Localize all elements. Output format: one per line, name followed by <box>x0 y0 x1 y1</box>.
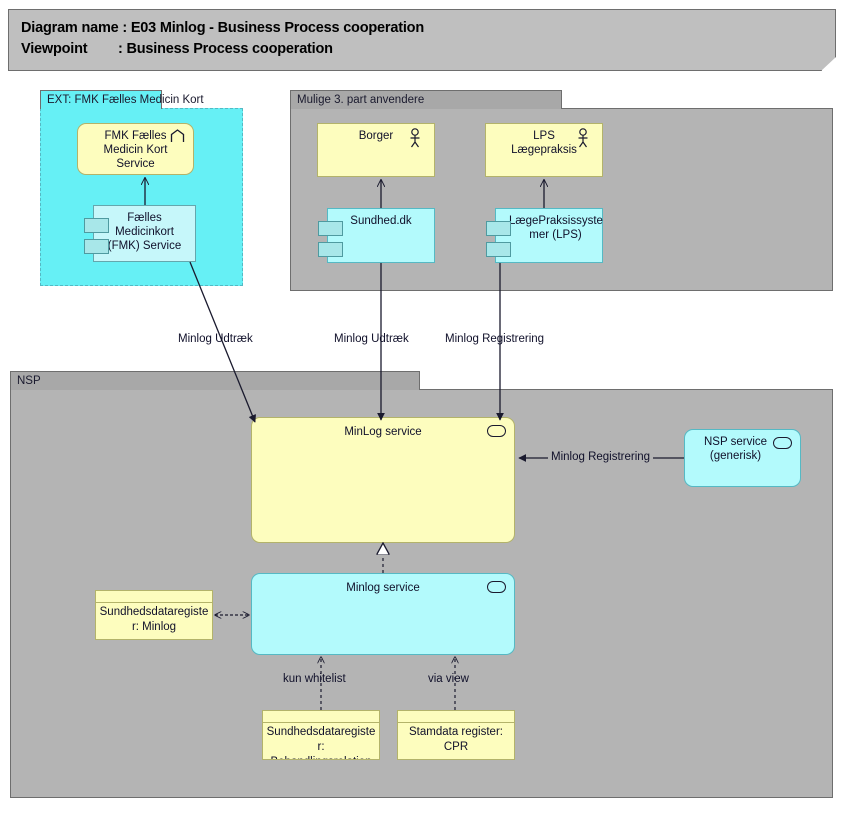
node-sundhed-dk[interactable]: Sundhed.dk <box>318 208 435 263</box>
node-sundhedsdataregister-behandlingsrelation-label: Sundhedsdataregiste r: Behandlingsrelati… <box>266 726 376 759</box>
node-borger[interactable]: Borger <box>317 123 435 177</box>
application-service-icon <box>487 581 506 593</box>
connector-label-via-view: via view <box>428 673 469 685</box>
node-stamdata-register-cpr-label: Stamdata register: CPR <box>409 726 503 753</box>
component-tab-lower-icon <box>84 239 109 254</box>
component-tab-upper-icon <box>318 221 343 236</box>
application-service-icon <box>773 437 792 449</box>
node-faelles-medicinkort-fmk-service-label: Fælles Medicinkort (FMK) Service <box>107 212 182 252</box>
node-minlog-service-technology-label: Minlog service <box>346 582 420 594</box>
connector-label-nsp-to-minlog: Minlog Registrering <box>548 451 654 463</box>
node-sundhedsdataregister-minlog-label: Sundhedsdataregiste r: Minlog <box>99 606 209 633</box>
component-tab-lower-icon <box>318 242 343 257</box>
node-sundhedsdataregister-minlog[interactable]: Sundhedsdataregiste r: Minlog <box>95 590 213 640</box>
connector-label-fmk-to-minlog: Minlog Udtræk <box>178 333 253 345</box>
group-nsp-label: NSP <box>17 375 41 387</box>
viewpoint-line: Viewpoint : Business Process cooperation <box>21 41 333 57</box>
node-nsp-service-generisk[interactable]: NSP service (generisk) <box>684 429 801 487</box>
node-sundhedsdataregister-behandlingsrelation[interactable]: Sundhedsdataregiste r: Behandlingsrelati… <box>262 710 380 760</box>
diagram-title-note: Diagram name : E03 Minlog - Business Pro… <box>8 9 836 71</box>
node-sundhed-dk-label: Sundhed.dk <box>350 215 412 227</box>
node-minlog-service-application-label: MinLog service <box>344 426 422 438</box>
node-laegepraksissystemer-lps-label: LægePraksissyste mer (LPS) <box>509 215 603 241</box>
node-fmk-faelles-medicin-kort-service-label: FMK Fælles Medicin Kort Service <box>103 130 168 170</box>
diagram-name-line: Diagram name : E03 Minlog - Business Pro… <box>21 20 424 36</box>
group-nsp-tab[interactable]: NSP <box>10 371 420 390</box>
group-ext-fmk-tab[interactable]: EXT: FMK Fælles Medicin Kort <box>40 90 204 109</box>
node-stamdata-register-cpr[interactable]: Stamdata register: CPR <box>397 710 515 760</box>
node-lps-laegepraksis[interactable]: LPS Lægepraksis <box>485 123 603 177</box>
application-service-icon <box>487 425 506 437</box>
component-tab-upper-icon <box>84 218 109 233</box>
node-nsp-service-generisk-label: NSP service (generisk) <box>703 436 768 462</box>
node-laegepraksissystemer-lps[interactable]: LægePraksissyste mer (LPS) <box>486 208 603 263</box>
data-object-header-bar <box>263 711 379 723</box>
node-borger-label: Borger <box>358 130 394 142</box>
data-object-header-bar <box>398 711 514 723</box>
component-tab-upper-icon <box>486 221 511 236</box>
node-fmk-faelles-medicin-kort-service[interactable]: FMK Fælles Medicin Kort Service <box>77 123 194 175</box>
node-minlog-service-application[interactable]: MinLog service <box>251 417 515 543</box>
node-lps-laegepraksis-label: LPS Lægepraksis <box>511 130 577 156</box>
business-actor-icon <box>578 128 588 148</box>
group-ext-fmk-label: EXT: FMK Fælles Medicin Kort <box>47 94 204 106</box>
connector-label-lps-to-minlog: Minlog Registrering <box>445 333 545 345</box>
connector-label-sundhed-to-minlog: Minlog Udtræk <box>334 333 409 345</box>
data-object-header-bar <box>96 591 212 603</box>
group-third-party-label: Mulige 3. part anvendere <box>297 94 425 106</box>
node-faelles-medicinkort-fmk-service[interactable]: Fælles Medicinkort (FMK) Service <box>84 205 196 262</box>
component-tab-lower-icon <box>486 242 511 257</box>
group-third-party-tab[interactable]: Mulige 3. part anvendere <box>290 90 562 109</box>
application-component-icon <box>170 129 185 142</box>
connector-label-kun-whitelist: kun whitelist <box>283 673 346 685</box>
node-minlog-service-technology[interactable]: Minlog service <box>251 573 515 655</box>
business-actor-icon <box>410 128 420 148</box>
